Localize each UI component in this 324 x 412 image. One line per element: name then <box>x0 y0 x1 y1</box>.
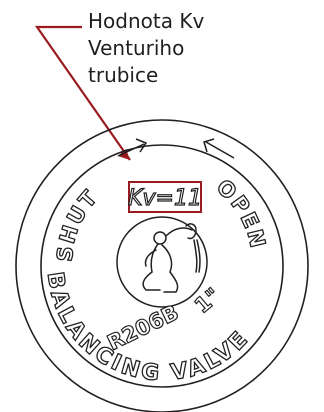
size-label: 1" <box>190 283 225 318</box>
callout-leader <box>34 25 131 161</box>
kv-label: Kv=11 <box>128 186 202 211</box>
model-label: R206B <box>104 300 183 355</box>
shut-label: SHUT <box>53 185 103 263</box>
outer-rim <box>15 119 309 412</box>
inner-rim <box>40 144 284 388</box>
open-arrow-icon <box>203 138 235 159</box>
logo-emblem-icon <box>116 216 208 308</box>
kv-highlight-box <box>128 181 202 213</box>
open-label: OPEN <box>212 175 270 252</box>
callout-line-3: trubice <box>88 63 159 87</box>
callout-line-1: Hodnota Kv <box>88 9 205 33</box>
valve-body <box>15 119 309 412</box>
shut-arrow-icon <box>117 138 148 157</box>
callout-label: Hodnota Kv Venturiho trubice <box>88 8 318 89</box>
callout-line-2: Venturiho <box>88 36 185 60</box>
